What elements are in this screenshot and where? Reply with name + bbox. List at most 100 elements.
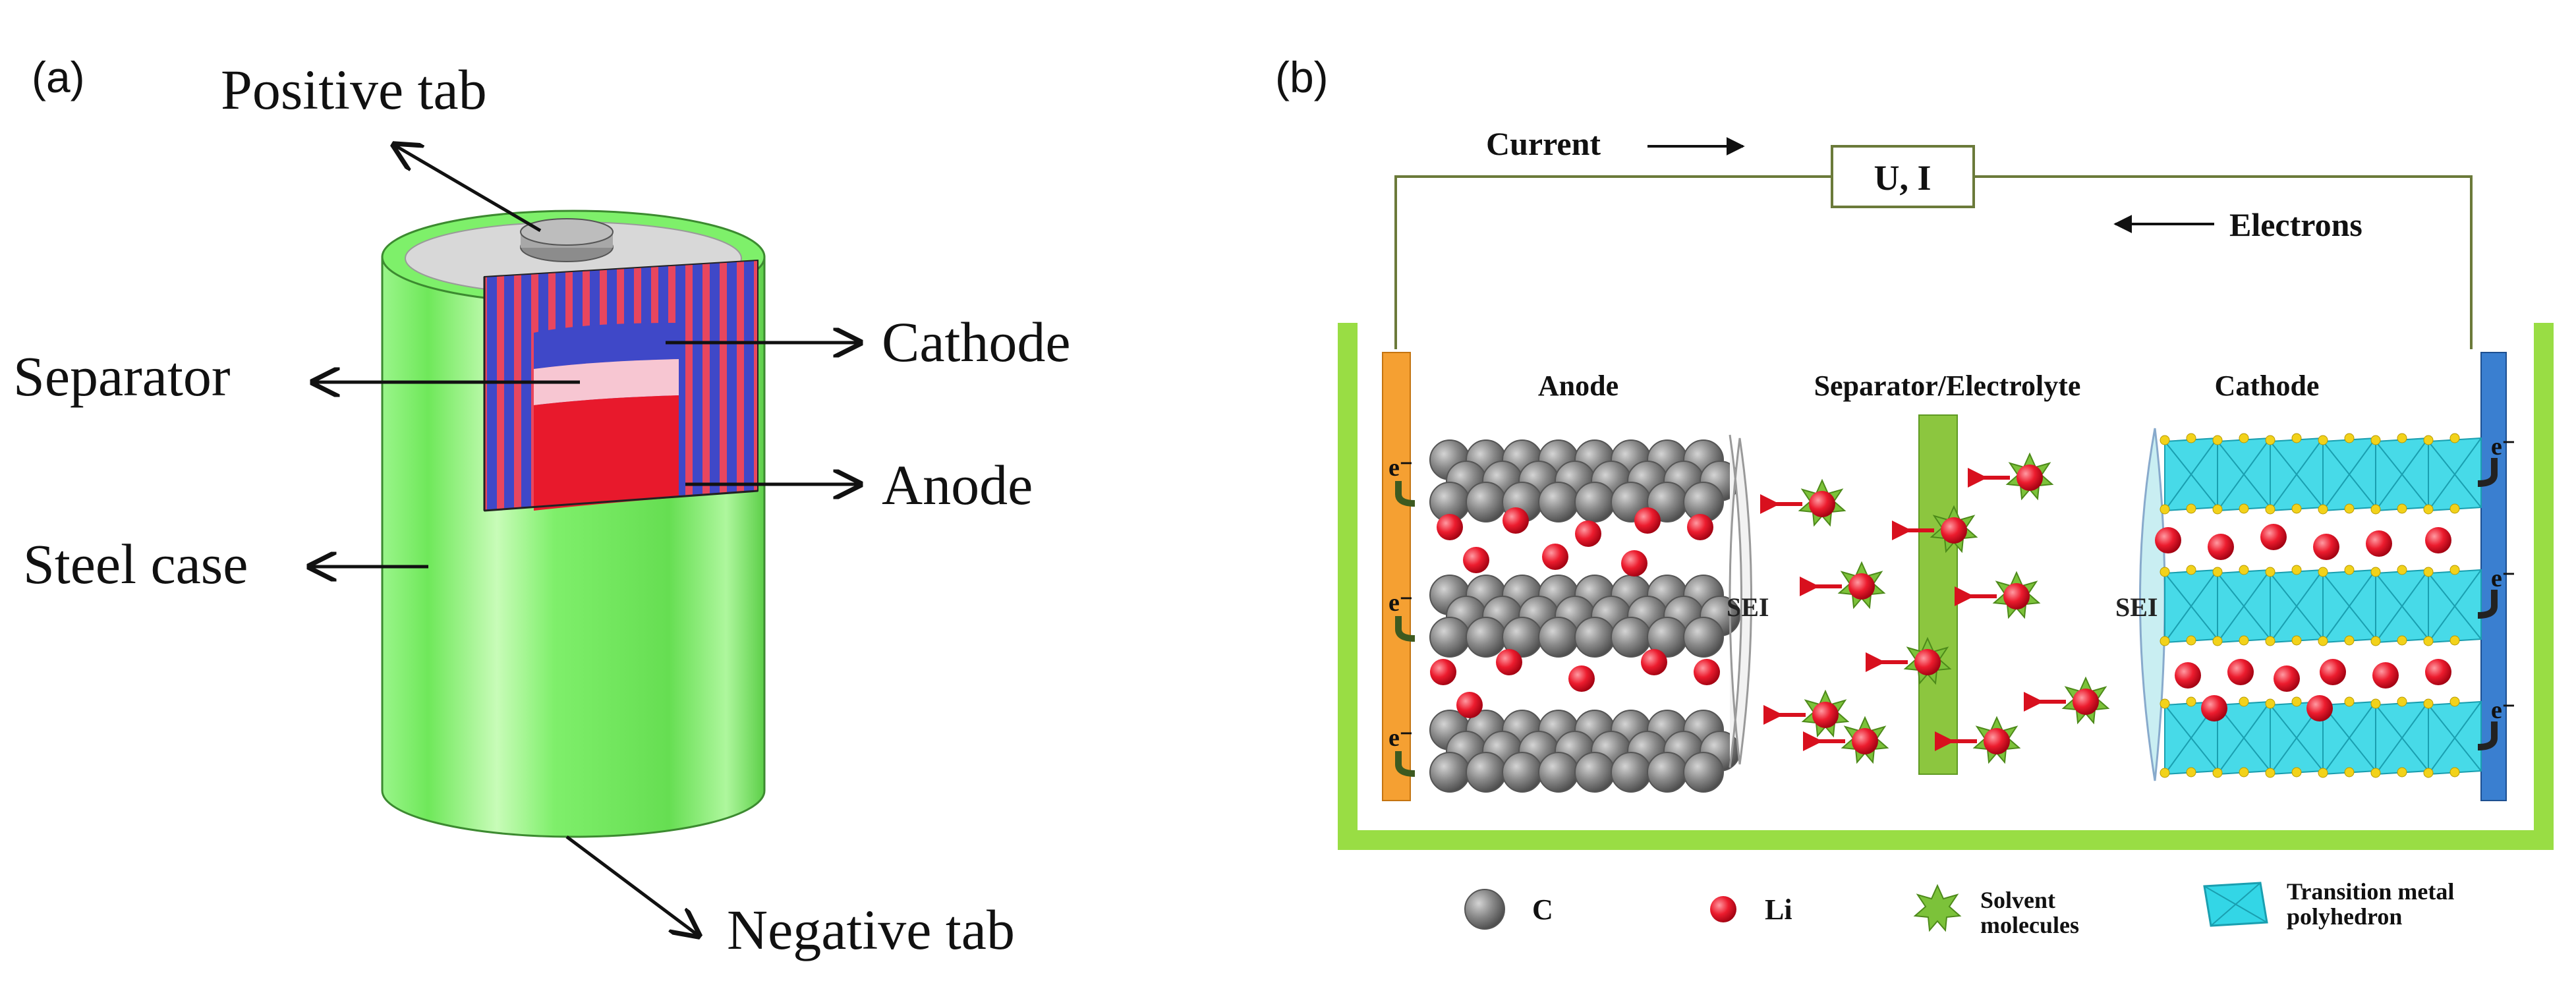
lithium-ion	[1496, 649, 1522, 675]
lithium-ion	[1621, 550, 1647, 577]
lithium-ion	[1641, 649, 1667, 675]
electron-symbol: e⁻	[2491, 433, 2515, 461]
carbon-atom	[1466, 482, 1506, 522]
carbon-atom	[1538, 752, 1579, 793]
separator-label: Separator	[13, 345, 231, 408]
lithium-ion	[1568, 665, 1595, 692]
carbon-atom	[1574, 482, 1615, 522]
steel-case-label: Steel case	[23, 532, 248, 596]
lithium-ion	[2425, 659, 2451, 685]
lithium-ion	[1456, 692, 1483, 718]
panel-a: (a) Positive tab Cathode	[13, 53, 1071, 961]
lithium-ion	[2425, 527, 2451, 553]
electrolyte-container	[1338, 323, 2554, 850]
solvated-lithium	[1800, 562, 1885, 608]
anode-region-label: Anode	[1538, 370, 1618, 402]
lithium-ion	[2017, 465, 2043, 491]
solvated-lithium	[1760, 480, 1845, 526]
solvated-lithium	[1892, 506, 1977, 552]
cathode-sei-label: SEI	[2115, 592, 2158, 622]
lithium-ion	[1575, 521, 1601, 547]
lithium-ion	[2073, 689, 2099, 715]
carbon-atom	[1466, 752, 1506, 793]
carbon-atom	[1538, 617, 1579, 658]
lithium-ion	[1809, 491, 1835, 517]
lithium-ion	[2306, 695, 2333, 721]
electrons-label: Electrons	[2229, 206, 2362, 243]
electron-marker: e⁻	[1388, 454, 1416, 507]
electron-marker: e⁻	[2477, 565, 2515, 619]
lithium-ion	[1437, 514, 1463, 540]
lithium-ion	[1812, 702, 1839, 728]
solvated-ions	[1760, 453, 2109, 763]
lithium-ion	[2208, 534, 2234, 560]
legend-label-1: Li	[1765, 893, 1792, 926]
graphite-sheet	[1429, 439, 1740, 522]
lithium-ion	[2372, 662, 2399, 689]
carbon-atom	[1683, 752, 1724, 793]
panel-b: (b) U, I Current Electrons Anode Separat…	[1275, 53, 2554, 938]
cathode-label: Cathode	[882, 310, 1071, 374]
carbon-atom	[1683, 617, 1724, 658]
anode-label: Anode	[882, 453, 1033, 517]
legend-label-2-line: molecules	[1980, 912, 2079, 938]
lithium-ion	[1694, 659, 1720, 685]
polyhedron-band	[2160, 565, 2482, 646]
anode-sei-layer	[1729, 434, 1752, 768]
legend-label-2-line: Solvent	[1980, 887, 2055, 913]
lithium-ion	[1542, 544, 1568, 570]
solvated-lithium	[1955, 572, 2040, 618]
cathode-polyhedra	[2160, 433, 2482, 778]
legend-label-3-line: Transition metal	[2287, 878, 2454, 905]
current-label: Current	[1486, 125, 1601, 162]
electron-marker: e⁻	[2477, 696, 2515, 750]
lithium-ion	[2201, 695, 2227, 721]
lithium-ion	[1430, 659, 1456, 685]
electron-marker: e⁻	[1388, 724, 1416, 777]
solvated-lithium	[1763, 691, 1848, 737]
electron-marker: e⁻	[2477, 433, 2515, 487]
electron-symbol: e⁻	[2491, 565, 2515, 592]
lithium-ion	[1463, 547, 1489, 573]
solvated-lithium	[2024, 677, 2109, 723]
lithium-ion	[2366, 530, 2392, 557]
carbon-atom	[1429, 617, 1470, 658]
lithium-ion	[2320, 659, 2346, 685]
carbon-atom	[1647, 752, 1688, 793]
positive-tab-label: Positive tab	[221, 58, 487, 121]
separator-membrane	[1918, 414, 1958, 775]
polyhedron-band	[2160, 696, 2482, 778]
battery-cell	[381, 210, 766, 838]
lithium-ion	[2175, 662, 2201, 689]
negative-tab-arrow	[565, 835, 699, 936]
meter-label: U, I	[1874, 158, 1931, 198]
lithium-ion	[2260, 524, 2287, 550]
solvated-lithium	[1866, 638, 1951, 684]
negative-tab-label: Negative tab	[727, 898, 1015, 961]
anode-layer	[534, 395, 679, 511]
lithium-ion	[1848, 573, 1875, 600]
lithium-ion	[1634, 507, 1661, 534]
carbon-atom	[1429, 752, 1470, 793]
separator-layer	[534, 359, 679, 405]
solvent-molecule-icon	[1914, 885, 1961, 931]
solvated-lithium	[1935, 717, 2020, 763]
graphite-layers	[1429, 439, 1740, 793]
lithium-ion	[1914, 649, 1941, 675]
electron-symbol: e⁻	[2491, 696, 2515, 724]
carbon-atom	[1538, 482, 1579, 522]
lithium-ion	[2003, 583, 2030, 609]
lithium-ion	[2274, 665, 2300, 692]
external-wire	[1394, 175, 2473, 349]
graphite-sheet	[1429, 710, 1740, 793]
carbon-atom	[1502, 752, 1543, 793]
lithium-ion	[2313, 534, 2339, 560]
lithium-ion	[1503, 507, 1529, 534]
electron-symbol: e⁻	[1388, 454, 1413, 482]
panel-b-label: (b)	[1275, 53, 1329, 101]
polyhedron-band	[2160, 433, 2482, 515]
carbon-atom	[1466, 617, 1506, 658]
electron-symbol: e⁻	[1388, 724, 1413, 752]
anode-sei-label: SEI	[1727, 592, 1769, 622]
